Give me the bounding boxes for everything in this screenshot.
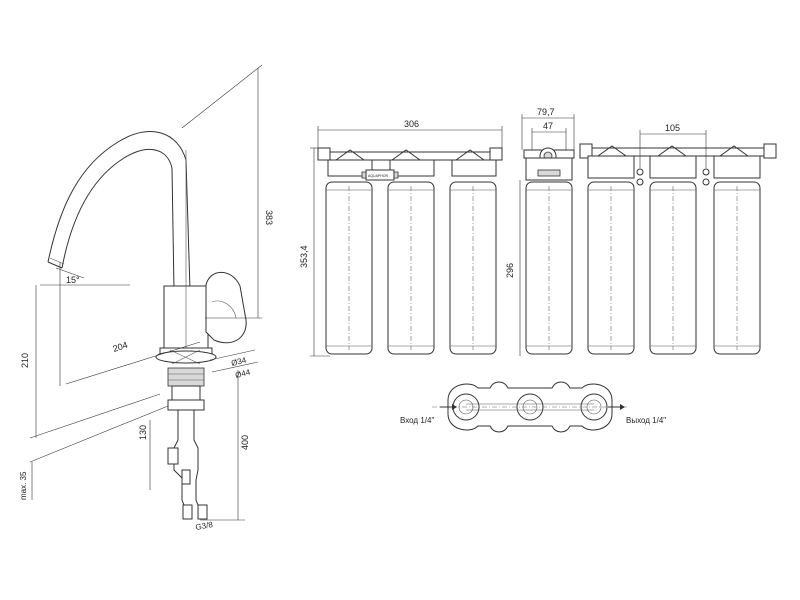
flex-hose-right <box>193 410 201 511</box>
filter-side-view <box>519 114 575 356</box>
dim-d-flange: Ø44 <box>234 367 251 380</box>
flex-hose-left <box>173 410 187 511</box>
filter-front-view: AQUAPHOR <box>310 126 503 357</box>
brand-label: AQUAPHOR <box>368 174 389 178</box>
faucet-lever <box>205 271 247 344</box>
filter-top-view <box>432 381 628 433</box>
dim-width: 306 <box>404 119 419 129</box>
faucet-spout <box>47 131 191 291</box>
dim-h-shank: 130 <box>138 425 148 440</box>
dim-reach: 204 <box>112 340 129 354</box>
dim-depth-inner: 47 <box>543 121 553 131</box>
dim-spout-angle: 15° <box>66 275 80 285</box>
dim-spacing: 105 <box>665 123 680 133</box>
faucet-drawing <box>29 64 263 521</box>
dim-depth: 79,7 <box>537 107 555 117</box>
dim-max-thickness: max. 35 <box>19 471 28 500</box>
dim-h-total: 383 <box>264 210 274 225</box>
faucet-spout-inner <box>61 148 175 291</box>
dim-height: 353,4 <box>299 245 309 268</box>
dim-d-base: Ø34 <box>230 355 247 368</box>
outlet-label: Выход 1/4" <box>626 416 666 425</box>
mounting-nut <box>167 367 205 387</box>
inlet-label: Вход 1/4" <box>400 416 434 425</box>
filter-back-view <box>579 130 777 355</box>
dim-h-hose: 400 <box>240 435 250 450</box>
dim-h-spout: 210 <box>20 353 30 368</box>
dim-thread: G3/8 <box>195 520 214 532</box>
brand-plate <box>365 169 395 181</box>
dim-cartridge-h: 296 <box>505 263 515 278</box>
